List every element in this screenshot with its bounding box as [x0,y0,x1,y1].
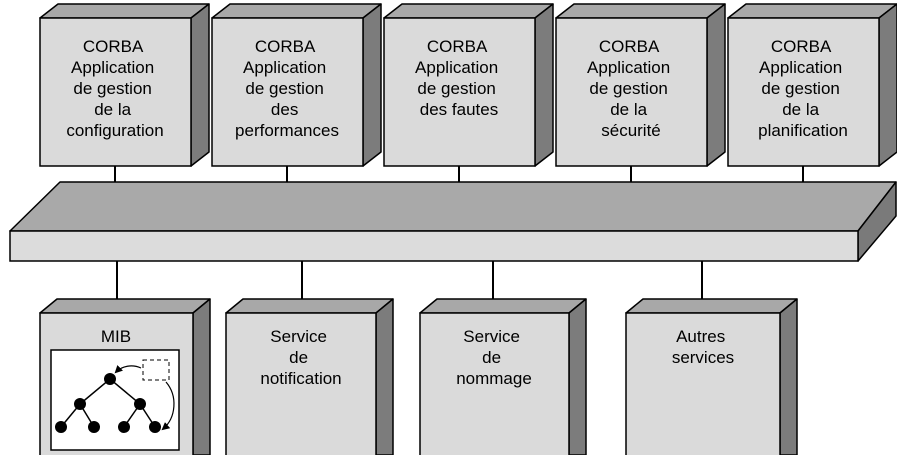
app-2-line-2: Application [243,58,326,77]
application-box-2: CORBA Application de gestion des perform… [211,3,382,167]
svg-text:CORBA Application: CORBA Application de gestion de la sécur… [587,37,675,140]
notification-line-3: notification [260,369,341,388]
application-box-1: CORBA Application de gestion de la confi… [39,3,210,167]
svg-text:CORBA Application: CORBA Application de gestion des fautes [415,37,503,119]
naming-service-box: Service de nommage [419,298,587,455]
svg-text:Service de nommage: Service de nommage [456,327,532,388]
application-box-4: CORBA Application de gestion de la sécur… [555,3,726,167]
mib-label: MIB [101,327,131,346]
app-4-line-5: sécurité [601,121,661,140]
app-5-line-1: CORBA [771,37,832,56]
notification-line-2: de [289,348,308,367]
application-box-3: CORBA Application de gestion des fautes [383,3,554,167]
orb-bus [9,181,897,262]
other-services-line-1: Autres [676,327,725,346]
app-4-line-3: de gestion [589,79,667,98]
app-3-line-3: de gestion [417,79,495,98]
app-2-line-5: performances [235,121,339,140]
app-1-line-4: de la [94,100,131,119]
app-5-line-4: de la [782,100,819,119]
lower-connectors [116,261,703,300]
app-5-line-5: planification [758,121,848,140]
app-4-line-2: Application [587,58,670,77]
app-4-line-1: CORBA [599,37,660,56]
app-1-line-3: de gestion [73,79,151,98]
app-1-line-5: configuration [66,121,163,140]
app-5-line-2: Application [759,58,842,77]
app-5-line-3: de gestion [761,79,839,98]
app-2-line-1: CORBA [255,37,316,56]
naming-line-1: Service [463,327,520,346]
svg-text:CORBA Application: CORBA Application de gestion de la plani… [758,37,848,140]
app-3-line-1: CORBA [427,37,488,56]
app-4-line-4: de la [610,100,647,119]
application-box-5: CORBA Application de gestion de la plani… [727,3,897,167]
naming-line-2: de [482,348,501,367]
svg-text:CORBA Application: CORBA Application de gestion de la confi… [66,37,163,140]
app-1-line-2: Application [71,58,154,77]
other-services-line-2: services [672,348,734,367]
mib-box: MIB [39,298,211,455]
app-3-line-4: des fautes [420,100,498,119]
naming-line-3: nommage [456,369,532,388]
svg-text:MIB: MIB [101,327,131,346]
notification-line-1: Service [270,327,327,346]
notification-service-box: Service de notification [225,298,394,455]
mib-tree-icon [50,349,180,451]
svg-text:Autres services: Autres services [672,327,734,367]
app-2-line-4: des [271,100,298,119]
svg-text:CORBA Application: CORBA Application de gestion des perform… [235,37,339,140]
app-1-line-1: CORBA [83,37,144,56]
other-services-box: Autres services [625,298,798,455]
app-3-line-2: Application [415,58,498,77]
svg-text:Service de notific: Service de notification [260,327,341,388]
app-2-line-3: de gestion [245,79,323,98]
